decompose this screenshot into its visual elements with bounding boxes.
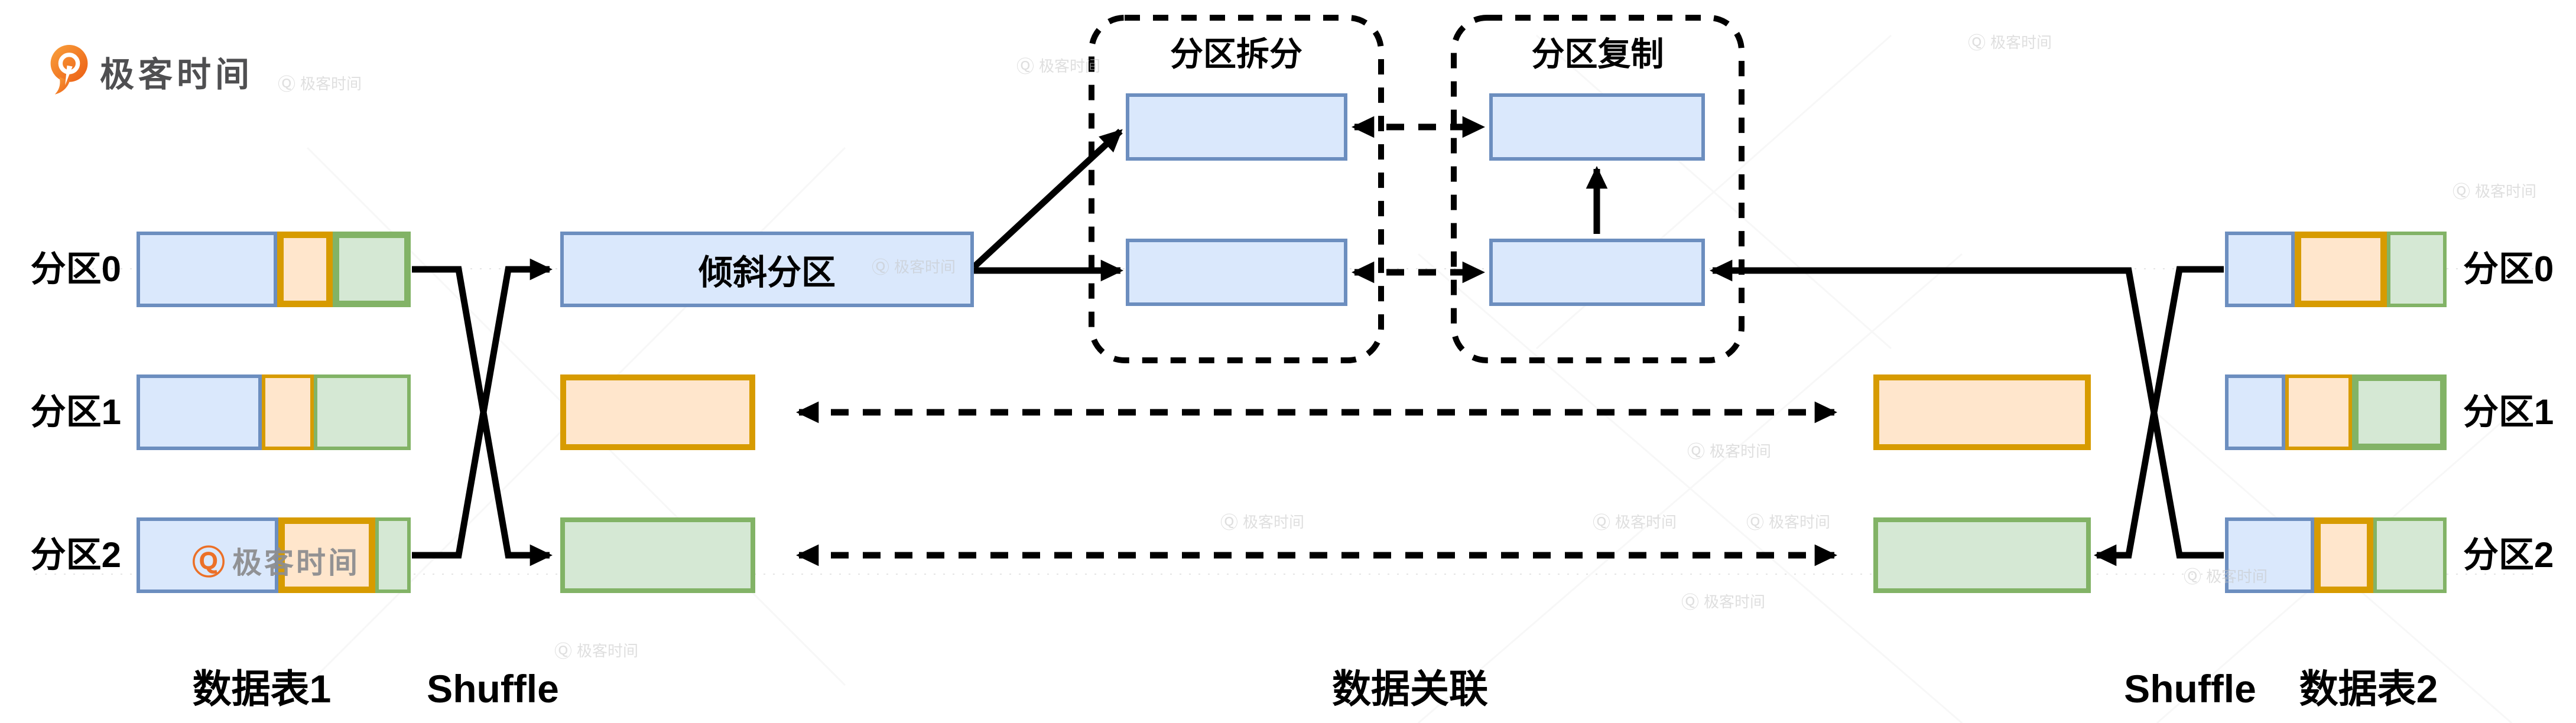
watermark-text: 极客时间 (1710, 442, 1772, 460)
geektime-logo-text: 极客时间 (100, 56, 254, 94)
partition-segment-orange (262, 374, 314, 450)
watermark: Ⓠ 极客时间 (1593, 508, 1677, 534)
partition-segment-orange (2314, 517, 2373, 593)
partition-segment-green (375, 517, 411, 593)
geektime-logo-icon (50, 45, 88, 95)
table1-caption: 数据表1 (192, 667, 332, 711)
watermark-text: 极客时间 (1704, 592, 1766, 611)
watermark-logo-icon: Ⓠ (872, 258, 889, 278)
watermark-text: 极客时间 (1039, 57, 1101, 75)
inline-brand-watermark: Ⓠ 极客时间 (192, 536, 360, 584)
watermark: Ⓠ 极客时间 (1220, 508, 1304, 534)
watermark-text: 极客时间 (2206, 567, 2268, 585)
watermark-logo-icon: Ⓠ (192, 544, 225, 581)
right-partition-2-label: 分区2 (2463, 535, 2554, 575)
watermark-logo-icon: Ⓠ (1220, 513, 1238, 533)
watermark: Ⓠ 极客时间 (1681, 588, 1765, 614)
left-partition-1-label: 分区1 (30, 392, 121, 432)
watermark: Ⓠ 极客时间 (1687, 437, 1771, 463)
watermark-text: 极客时间 (2475, 182, 2537, 200)
watermark-logo-icon: Ⓠ (1016, 57, 1034, 77)
partition-segment-blue (2225, 232, 2295, 307)
partition-split-title: 分区拆分 (1170, 35, 1302, 73)
partition-segment-blue (2225, 517, 2314, 593)
partition-segment-orange (277, 232, 333, 307)
partition-copy-title: 分区复制 (1531, 35, 1664, 73)
copy-top-box (1489, 93, 1705, 161)
right-orange-partition-box (1873, 374, 2091, 450)
watermark-text: 极客时间 (1243, 513, 1305, 531)
left-green-partition-box (560, 517, 755, 593)
geektime-logo: 极客时间 (50, 45, 254, 98)
partition-segment-green (333, 232, 411, 307)
partition-segment-green (2373, 517, 2447, 593)
watermark: Ⓠ 极客时间 (2184, 562, 2268, 588)
right-partition-1-label: 分区1 (2463, 392, 2554, 432)
arrow-left-shuffle-p2-to-skew (412, 258, 553, 559)
partition-segment-orange (2285, 374, 2352, 450)
left-partition-2-label: 分区2 (30, 535, 121, 575)
skew-partition-label: 倾斜分区 (698, 253, 836, 292)
split-bottom-box (1126, 239, 1347, 306)
watermark-logo-icon: Ⓠ (2184, 568, 2201, 587)
watermark: Ⓠ 极客时间 (2452, 177, 2536, 203)
right-partition-0-label: 分区0 (2463, 249, 2554, 289)
right-partition-2-bar (2225, 517, 2447, 593)
partition-segment-blue (137, 517, 278, 593)
watermark: Ⓠ 极客时间 (1746, 508, 1830, 534)
partition-segment-green (2352, 374, 2447, 450)
watermark-text: 极客时间 (1990, 33, 2052, 51)
watermark: Ⓠ 极客时间 (872, 253, 956, 279)
table2-caption: 数据表2 (2299, 667, 2438, 711)
watermark-text: 极客时间 (232, 546, 360, 579)
partition-segment-blue (137, 374, 262, 450)
watermark: Ⓠ 极客时间 (278, 70, 362, 96)
partition-segment-orange (278, 517, 375, 593)
arrow-right-shuffle-p0-to-green (2094, 266, 2224, 566)
skew-partition-box: 倾斜分区 (560, 232, 974, 307)
right-partition-1-bar (2225, 374, 2447, 450)
watermark-logo-icon: Ⓠ (2452, 183, 2470, 202)
watermark-logo-icon: Ⓠ (1681, 593, 1699, 613)
watermark-logo-icon: Ⓠ (278, 75, 295, 95)
watermark-text: 极客时间 (1615, 513, 1677, 531)
watermark: Ⓠ 极客时间 (1016, 52, 1100, 78)
partition-segment-green (2387, 232, 2447, 307)
partition-copy-group-border (1451, 15, 1745, 363)
partition-segment-blue (2225, 374, 2285, 450)
partition-split-group-border (1089, 15, 1384, 363)
watermark-text: 极客时间 (1769, 513, 1831, 531)
right-partition-0-bar (2225, 232, 2447, 307)
left-partition-0-label: 分区0 (30, 249, 121, 289)
watermark-logo-icon: Ⓠ (1968, 34, 1986, 53)
watermark: Ⓠ 极客时间 (554, 637, 638, 663)
watermark-logo-icon: Ⓠ (554, 642, 572, 662)
copy-bottom-box (1489, 239, 1705, 306)
partition-segment-orange (2295, 232, 2387, 307)
watermark-text: 极客时间 (894, 258, 956, 276)
watermark-logo-icon: Ⓠ (1687, 442, 1705, 462)
watermark-logo-icon: Ⓠ (1593, 513, 1610, 533)
left-orange-partition-box (560, 374, 755, 450)
arrow-skew-to-split-top (972, 128, 1123, 270)
left-partition-0-bar (137, 232, 411, 307)
left-partition-2-bar (137, 517, 411, 593)
split-top-box (1126, 93, 1347, 161)
join-label: 数据关联 (1332, 667, 1488, 711)
watermark-logo-icon: Ⓠ (1746, 513, 1764, 533)
watermark-text: 极客时间 (300, 74, 362, 93)
partition-segment-green (314, 374, 411, 450)
left-partition-1-bar (137, 374, 411, 450)
watermark-text: 极客时间 (577, 641, 639, 660)
partition-segment-blue (137, 232, 277, 307)
shuffle-left-label: Shuffle (427, 667, 559, 711)
shuffle-right-label: Shuffle (2124, 667, 2256, 711)
right-green-partition-box (1873, 517, 2091, 593)
